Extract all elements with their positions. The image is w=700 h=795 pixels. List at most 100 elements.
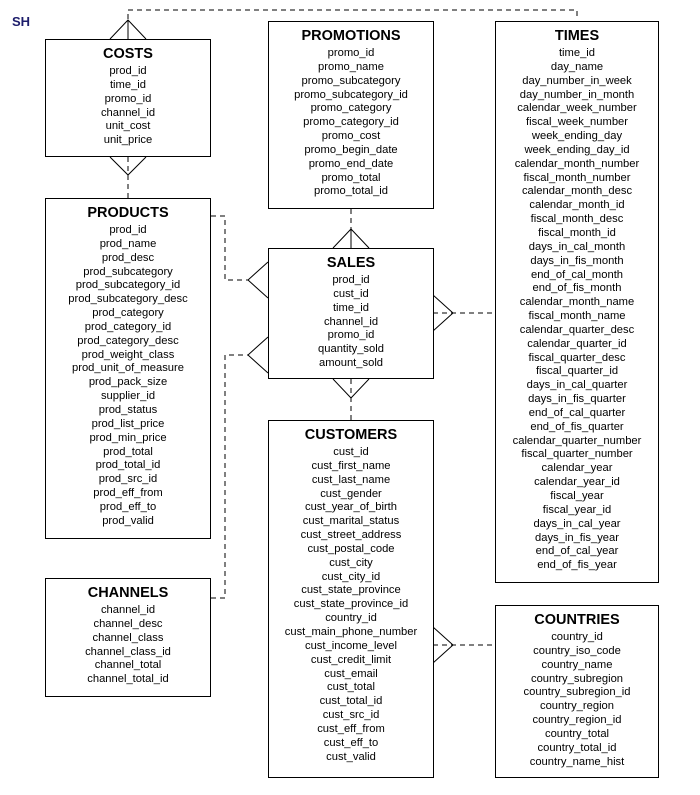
attribute-item: prod_subcategory_id <box>75 279 181 292</box>
attribute-item: day_number_in_week <box>522 74 632 87</box>
attribute-item: country_iso_code <box>533 644 621 657</box>
attribute-item: prod_min_price <box>89 431 167 444</box>
attribute-item: fiscal_quarter_desc <box>528 351 626 364</box>
attribute-item: promo_total <box>321 171 381 184</box>
attribute-item: channel_class_id <box>85 645 171 658</box>
attribute-item: cust_id <box>333 446 369 458</box>
attribute-item: promo_id <box>327 47 375 59</box>
attribute-item: day_name <box>550 60 604 73</box>
attribute-item: cust_main_phone_number <box>284 625 418 638</box>
attribute-item: calendar_quarter_desc <box>519 323 635 336</box>
attribute-item: prod_total <box>103 445 153 458</box>
attribute-item: calendar_quarter_number <box>512 434 642 447</box>
attribute-item: channel_class <box>92 631 164 644</box>
attribute-item: fiscal_month_number <box>523 171 631 184</box>
attribute-item: cust_income_level <box>304 639 398 652</box>
attribute-item: fiscal_year <box>550 490 604 502</box>
attribute-item: prod_eff_from <box>93 487 163 500</box>
attribute-item: prod_src_id <box>98 473 158 486</box>
attribute-item: calendar_quarter_id <box>527 337 627 350</box>
attribute-item: prod_pack_size <box>88 376 168 389</box>
attribute-item: prod_id <box>109 224 147 236</box>
attribute-item: country_subregion_id <box>523 686 631 699</box>
attribute-item: cust_city <box>329 556 373 569</box>
attribute-item: fiscal_month_name <box>528 310 626 323</box>
attribute-item: end_of_cal_year <box>535 545 619 558</box>
attribute-item: quantity_sold <box>318 343 384 356</box>
attribute-item: cust_street_address <box>300 529 402 542</box>
attribute-item: country_subregion <box>530 672 624 685</box>
attribute-item: time_id <box>558 47 596 59</box>
attribute-item: country_region <box>539 700 614 713</box>
attribute-item: cust_total <box>327 681 375 694</box>
attribute-item: cust_city_id <box>321 570 381 583</box>
attribute-item: cust_marital_status <box>302 515 400 528</box>
attribute-item: days_in_cal_year <box>533 517 621 530</box>
attribute-item: calendar_year <box>541 462 613 475</box>
attribute-item: prod_valid <box>102 514 154 527</box>
attribute-item: prod_id <box>109 65 147 77</box>
attribute-item: day_number_in_month <box>519 88 635 101</box>
attribute-item: end_of_cal_month <box>530 268 624 281</box>
crowfoot-sales-right <box>432 294 454 332</box>
crowfoot-sales-top <box>332 228 370 249</box>
attribute-item: prod_name <box>99 237 157 250</box>
attribute-item: calendar_year_id <box>534 476 620 489</box>
attribute-item: promo_subcategory <box>301 74 401 87</box>
entity-title: TIMES <box>554 28 600 44</box>
attribute-item: promo_end_date <box>308 157 394 170</box>
rel-products-sales <box>211 215 248 281</box>
attribute-item: supplier_id <box>100 390 156 403</box>
attribute-item: end_of_fis_year <box>537 559 617 572</box>
attribute-item: unit_cost <box>105 120 151 133</box>
attribute-item: cust_last_name <box>311 473 391 486</box>
attribute-item: country_id <box>325 612 377 625</box>
attribute-item: week_ending_day <box>531 130 623 143</box>
attribute-item: cust_email <box>324 667 378 680</box>
attribute-item: fiscal_month_desc <box>530 213 624 226</box>
crowfoot-costs-bottom <box>109 156 147 176</box>
attribute-item: channel_desc <box>93 617 163 630</box>
attribute-item: prod_category_desc <box>77 334 179 347</box>
attribute-item: calendar_month_name <box>519 296 635 309</box>
attribute-item: calendar_month_desc <box>521 185 633 198</box>
attribute-item: country_name <box>541 658 613 671</box>
attribute-item: prod_id <box>332 274 370 286</box>
attribute-item: channel_total_id <box>87 673 169 686</box>
attribute-item: time_id <box>332 301 370 314</box>
attribute-item: fiscal_quarter_id <box>535 365 619 378</box>
entity-title: CHANNELS <box>87 585 169 601</box>
attribute-item: prod_eff_to <box>99 500 157 513</box>
attribute-item: country_region_id <box>532 714 622 727</box>
attribute-item: prod_category <box>92 307 164 320</box>
attribute-item: cust_eff_from <box>317 722 385 735</box>
entity-title: PRODUCTS <box>87 205 169 221</box>
attribute-item: promo_id <box>327 329 375 342</box>
attribute-item: fiscal_month_id <box>538 226 616 239</box>
crowfoot-customers-right <box>432 626 454 664</box>
attribute-item: end_of_cal_quarter <box>528 406 626 419</box>
attribute-item: calendar_week_number <box>517 102 637 115</box>
attribute-item: calendar_month_id <box>529 199 625 212</box>
attribute-item: amount_sold <box>318 357 384 370</box>
attribute-item: channel_id <box>323 315 379 328</box>
crowfoot-sales-left-lower <box>247 336 269 374</box>
entity-title: SALES <box>326 255 376 271</box>
entity-title: COSTS <box>103 46 153 62</box>
attribute-item: cust_postal_code <box>307 542 395 555</box>
rel-costs-times <box>127 9 578 19</box>
attribute-item: cust_eff_to <box>323 736 379 749</box>
attribute-item: prod_subcategory_desc <box>68 293 188 306</box>
